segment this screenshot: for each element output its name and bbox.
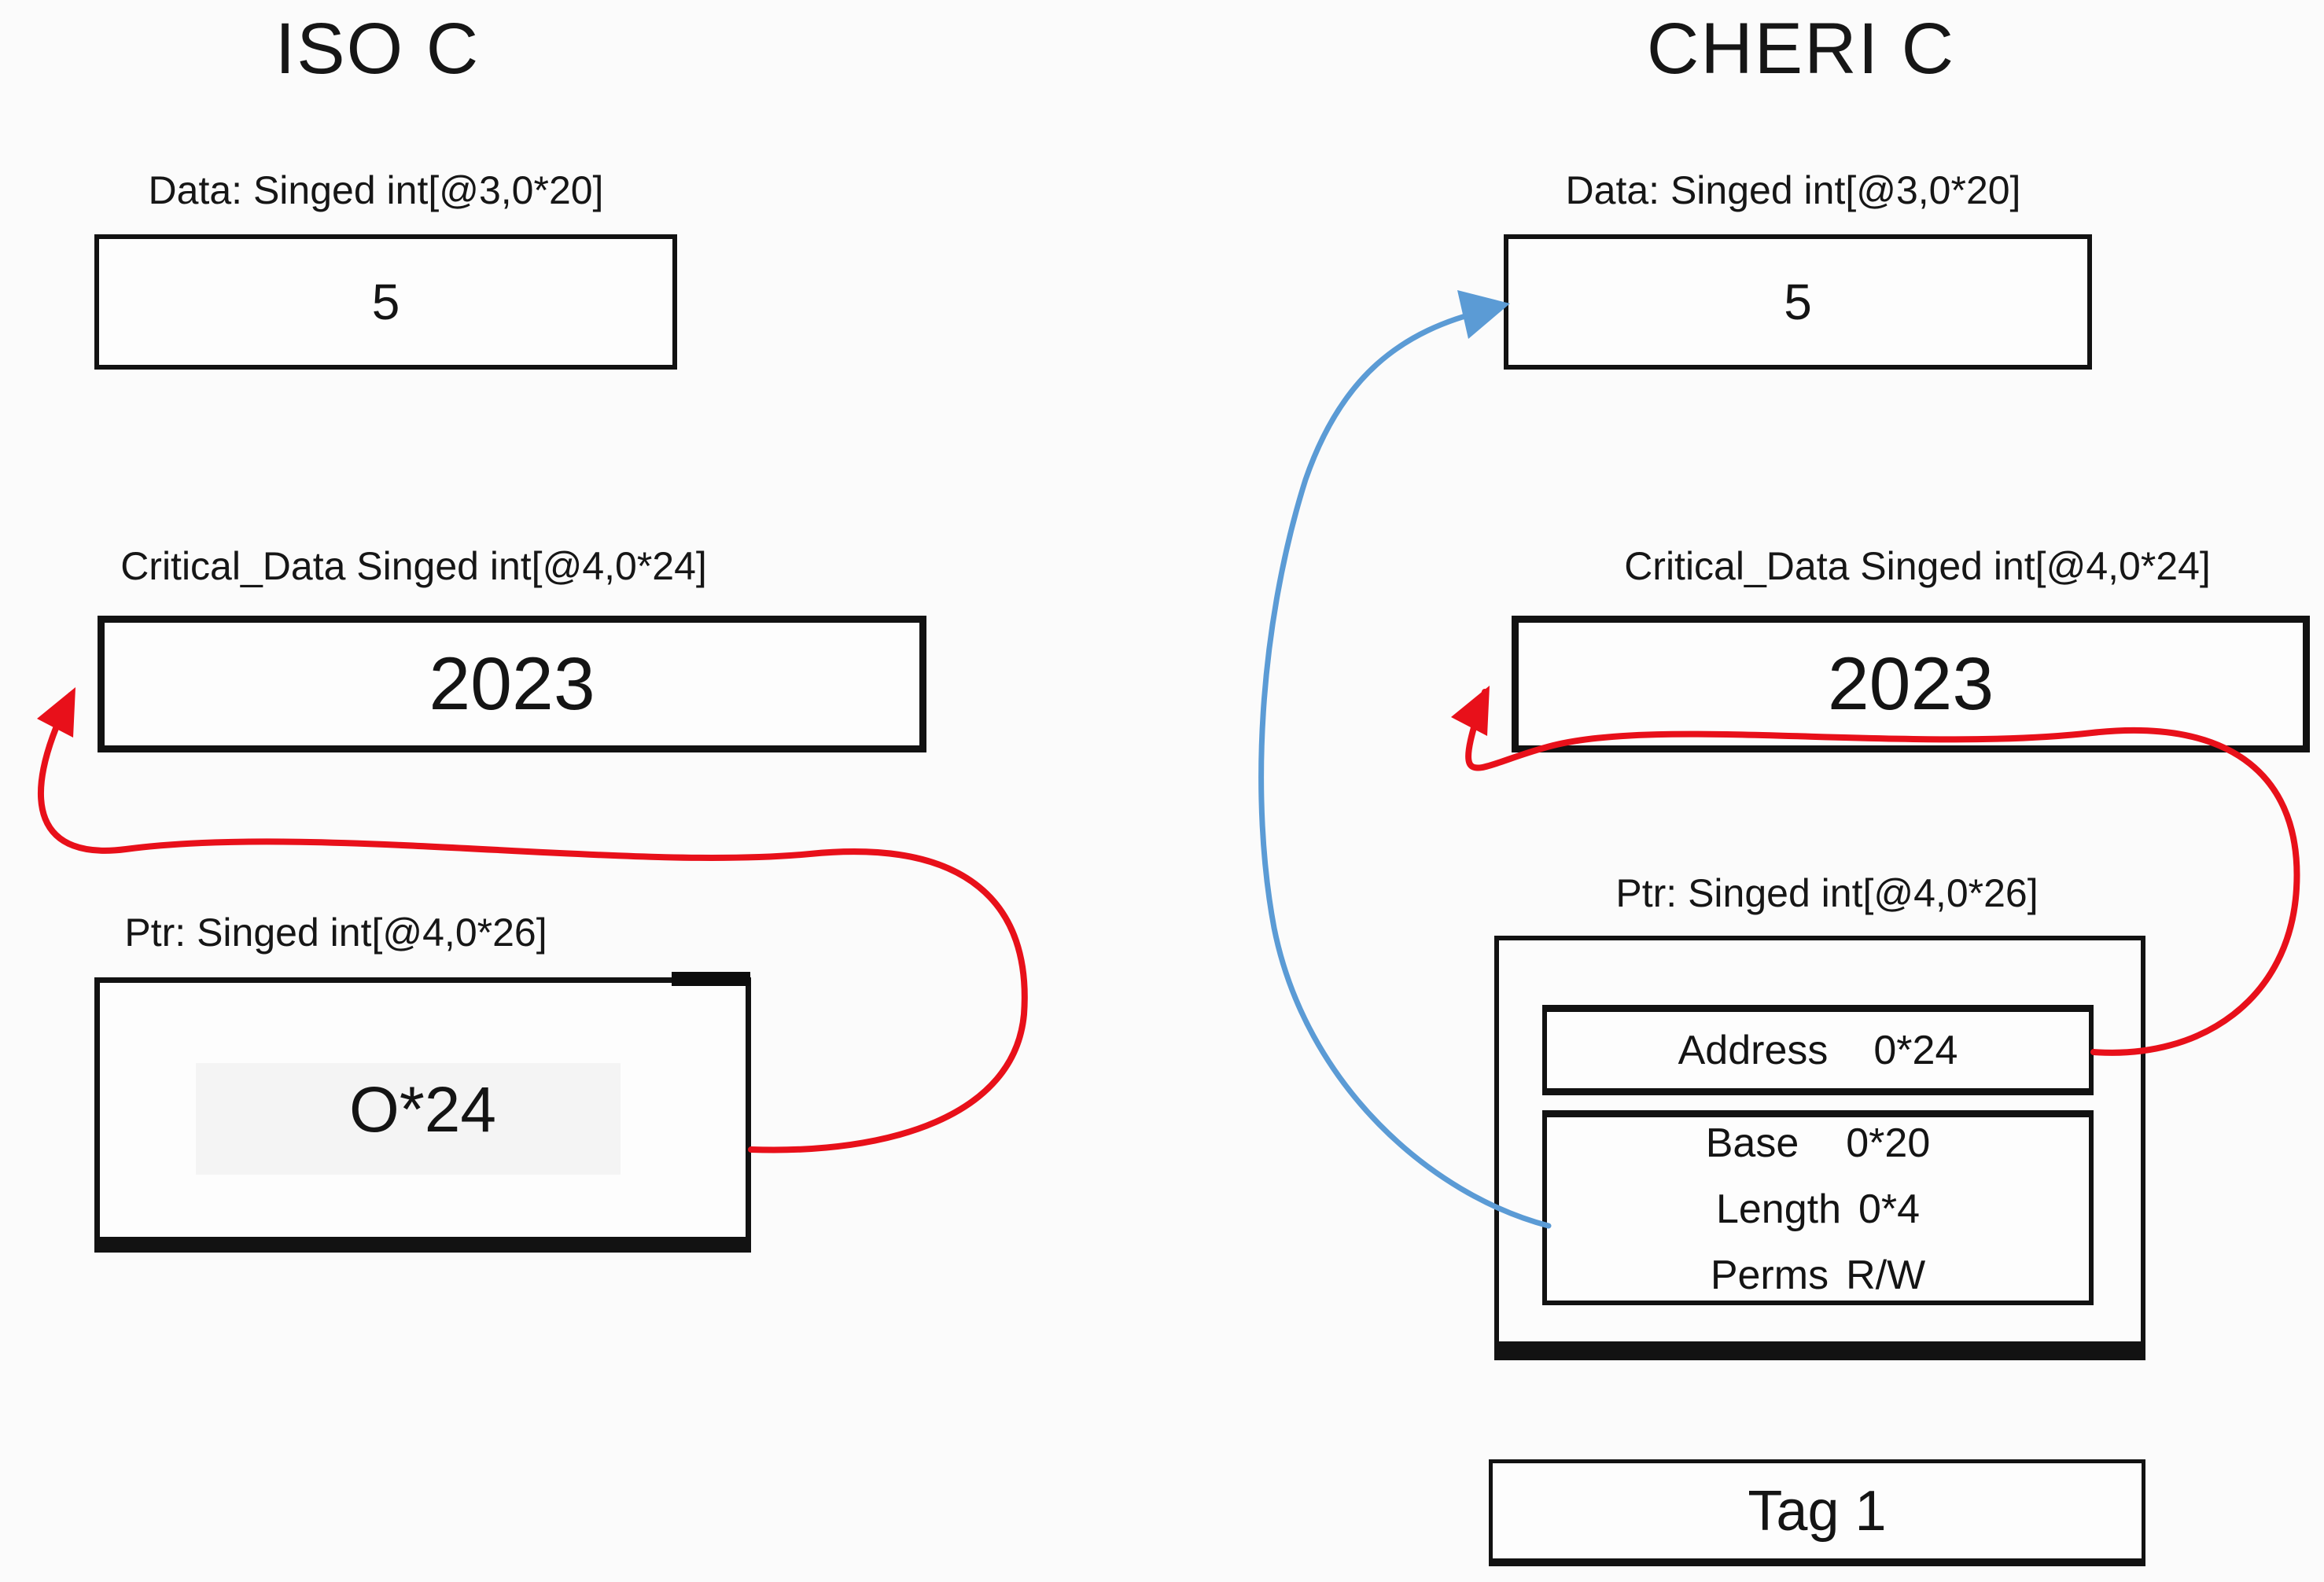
perms-label: Perms	[1710, 1252, 1829, 1298]
base-label: Base	[1705, 1120, 1799, 1166]
tag-value: Tag 1	[1748, 1479, 1887, 1543]
cheri-red-arrowhead	[1451, 686, 1490, 736]
base-value: 0*20	[1846, 1120, 1931, 1166]
cheri-data-box: 5	[1504, 234, 2092, 370]
cheri-ptr-label: Ptr: Singed int[@4,0*26]	[1615, 871, 2039, 915]
iso-ptr-value: O*24	[349, 1073, 496, 1146]
iso-c-title: ISO C	[274, 9, 481, 89]
cheri-bounds-box: Base 0*20 Length 0*4 Perms R/W	[1542, 1110, 2094, 1305]
iso-ptr-label: Ptr: Singed int[@4,0*26]	[124, 911, 547, 955]
iso-red-arrowhead	[37, 687, 76, 738]
address-row: Address 0*24	[1678, 1027, 1958, 1074]
cheri-tag-box: Tag 1	[1489, 1459, 2145, 1566]
iso-ptr-box-top-accent	[672, 972, 750, 986]
iso-critical-label: Critical_Data Singed int[@4,0*24]	[120, 544, 707, 588]
iso-data-value: 5	[371, 274, 400, 330]
address-value: 0*24	[1873, 1027, 1958, 1073]
perms-row: Perms R/W	[1706, 1252, 1931, 1299]
iso-data-label: Data: Singed int[@3,0*20]	[148, 168, 604, 212]
cheri-data-value: 5	[1784, 274, 1812, 330]
perms-value: R/W	[1846, 1252, 1926, 1298]
cheri-critical-box: 2023	[1512, 616, 2310, 752]
bounds-lines: Base 0*20 Length 0*4 Perms R/W	[1706, 1120, 1931, 1299]
cheri-data-label: Data: Singed int[@3,0*20]	[1565, 168, 2021, 212]
cheri-c-title: CHERI C	[1646, 9, 1956, 89]
iso-ptr-box: O*24	[94, 977, 751, 1253]
address-label: Address	[1678, 1027, 1829, 1073]
length-row: Length 0*4	[1706, 1186, 1931, 1233]
iso-data-box: 5	[94, 234, 677, 370]
cheri-critical-value: 2023	[1827, 642, 1994, 726]
iso-critical-value: 2023	[429, 642, 595, 726]
cheri-blue-arrowhead	[1457, 290, 1510, 339]
cheri-critical-label: Critical_Data Singed int[@4,0*24]	[1624, 544, 2211, 588]
base-row: Base 0*20	[1706, 1120, 1931, 1167]
length-value: 0*4	[1858, 1186, 1921, 1232]
cheri-address-box: Address 0*24	[1542, 1005, 2094, 1095]
length-label: Length	[1715, 1186, 1841, 1232]
iso-critical-box: 2023	[98, 616, 926, 752]
